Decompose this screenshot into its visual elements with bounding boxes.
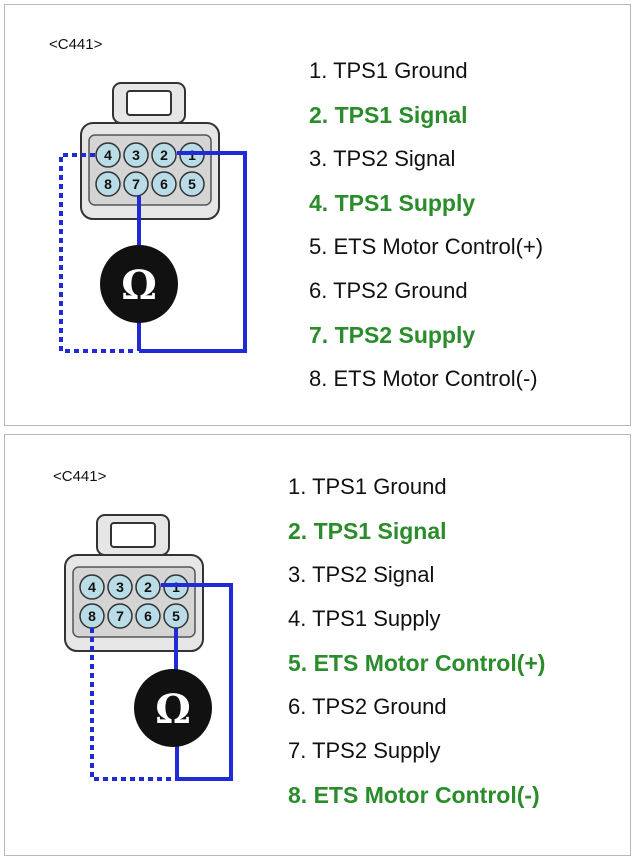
pin-3: 3 <box>107 574 133 600</box>
diagram-panel-1: <C441> 4 3 2 1 8 7 6 5 Ω 1. TPS1 Ground … <box>4 4 631 426</box>
connector-diagram: 4 3 2 1 8 7 6 5 Ω <box>64 514 233 781</box>
pin-item-8: 8. ETS Motor Control(-) <box>288 782 540 808</box>
pin-item-4: 4. TPS1 Supply <box>309 190 476 216</box>
pin-6: 6 <box>135 603 161 629</box>
wire-solid-pin2 <box>161 583 233 781</box>
pin-8: 8 <box>95 171 121 197</box>
pin-item-3: 3. TPS2 Signal <box>309 146 456 171</box>
pin-5: 5 <box>179 171 205 197</box>
pin-8: 8 <box>79 603 105 629</box>
pin-7: 7 <box>107 603 133 629</box>
pin-item-4: 4. TPS1 Supply <box>288 606 441 631</box>
pin-3: 3 <box>123 142 149 168</box>
connector-label: <C441> <box>49 36 103 53</box>
pin-item-7: 7. TPS2 Supply <box>309 322 476 348</box>
svg-text:2: 2 <box>160 147 168 163</box>
connector-diagram: 4 3 2 1 8 7 6 5 Ω <box>59 82 247 353</box>
svg-text:5: 5 <box>188 176 196 192</box>
pin-item-2: 2. TPS1 Signal <box>309 102 468 128</box>
svg-text:7: 7 <box>116 608 124 624</box>
pin-list: 1. TPS1 Ground 2. TPS1 Signal 3. TPS2 Si… <box>309 49 543 401</box>
svg-text:7: 7 <box>132 176 140 192</box>
pin-item-8: 8. ETS Motor Control(-) <box>309 366 538 391</box>
pin-item-3: 3. TPS2 Signal <box>288 562 435 587</box>
pin-5: 5 <box>163 603 189 629</box>
pin-4: 4 <box>95 142 121 168</box>
wire-solid-pin2 <box>139 151 247 353</box>
svg-text:8: 8 <box>88 608 96 624</box>
svg-text:3: 3 <box>132 147 140 163</box>
pin-item-6: 6. TPS2 Ground <box>309 278 468 303</box>
pin-2: 2 <box>151 142 177 168</box>
connector-latch-slot <box>110 522 156 548</box>
svg-text:3: 3 <box>116 579 124 595</box>
svg-text:8: 8 <box>104 176 112 192</box>
pin-4: 4 <box>79 574 105 600</box>
pin-item-5: 5. ETS Motor Control(+) <box>309 234 544 259</box>
pin-2: 2 <box>135 574 161 600</box>
connector-label: <C441> <box>53 468 107 485</box>
diagram-panel-2: <C441> 4 3 2 1 8 7 6 5 Ω 1. TPS1 Ground … <box>4 434 631 856</box>
svg-text:2: 2 <box>144 579 152 595</box>
svg-text:4: 4 <box>104 147 112 163</box>
connector-latch-slot <box>126 90 172 116</box>
svg-text:6: 6 <box>160 176 168 192</box>
pin-item-1: 1. TPS1 Ground <box>288 474 447 499</box>
pin-7: 7 <box>123 171 149 197</box>
svg-text:4: 4 <box>88 579 96 595</box>
pin-list: 1. TPS1 Ground 2. TPS1 Signal 3. TPS2 Si… <box>288 465 545 817</box>
pin-6: 6 <box>151 171 177 197</box>
pin-item-1: 1. TPS1 Ground <box>309 58 468 83</box>
pin-item-5: 5. ETS Motor Control(+) <box>288 650 546 676</box>
pin-item-6: 6. TPS2 Ground <box>288 694 447 719</box>
svg-text:5: 5 <box>172 608 180 624</box>
ohmmeter <box>134 669 212 747</box>
ohm-icon: Ω <box>155 686 191 733</box>
ohm-icon: Ω <box>121 262 157 309</box>
pin-item-7: 7. TPS2 Supply <box>288 738 441 763</box>
pin-item-2: 2. TPS1 Signal <box>288 518 447 544</box>
svg-text:6: 6 <box>144 608 152 624</box>
ohmmeter <box>100 245 178 323</box>
